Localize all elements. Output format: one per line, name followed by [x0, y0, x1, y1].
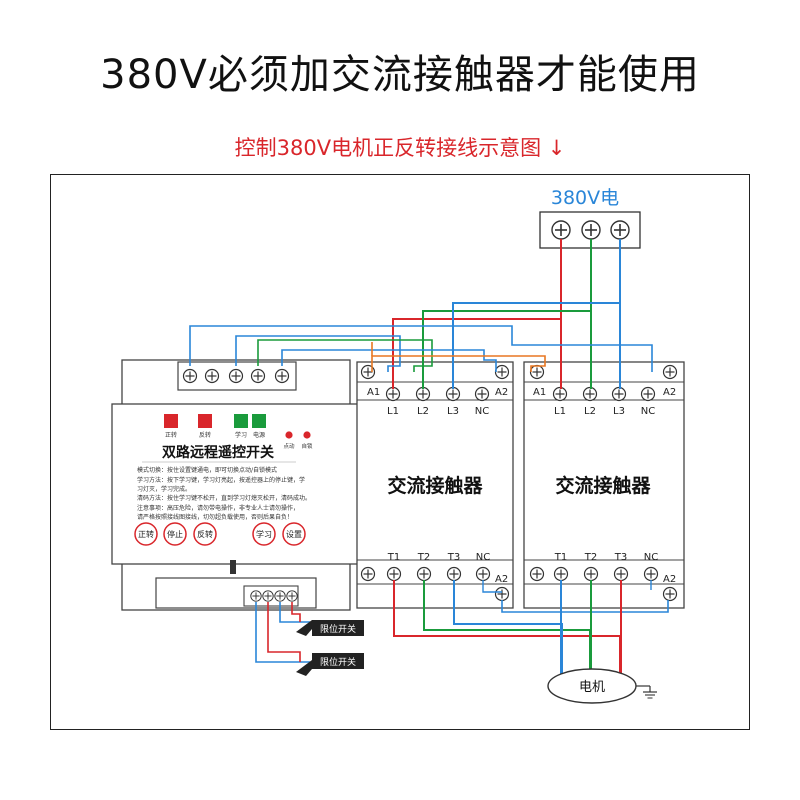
subtitle-text: 控制380V电机正反转接线示意图 — [234, 136, 542, 160]
c1-label-l3: L3 — [447, 406, 459, 417]
indicator-reverse — [198, 414, 212, 428]
c1-label-l1: L1 — [387, 406, 399, 417]
svg-text:设置: 设置 — [286, 529, 302, 539]
power-source-label: 380V电 — [551, 187, 619, 209]
power-terminal-3 — [610, 220, 630, 240]
motor: 电机 — [547, 668, 657, 704]
c2-label-a1-top: A1 — [533, 387, 546, 398]
controller-note-5: 注意事项：高压危险，请勿带电操作，非专业人士请勿操作， — [137, 504, 299, 512]
controller-note-2: 学习方法：按下学习键，学习灯亮起，按遥控器上的停止键，学 — [137, 476, 305, 484]
ground-icon — [643, 686, 657, 699]
c2-label-a2-top: A2 — [663, 387, 676, 398]
svg-text:限位开关: 限位开关 — [320, 623, 356, 635]
led-label-latch: 自锁 — [301, 442, 313, 450]
c2-label-l3: L3 — [613, 406, 625, 417]
c2-label-nc-bottom: NC — [644, 552, 658, 563]
indicator-power — [252, 414, 266, 428]
c1-label-a1-top: A1 — [367, 387, 380, 398]
controller-note-1: 模式切换：按住设置键通电，即可切换点动/自锁模式 — [137, 466, 277, 474]
c2-label-t1: T1 — [554, 552, 567, 563]
c1-label-t3: T3 — [447, 552, 460, 563]
stop-button[interactable]: 停止 — [163, 522, 187, 546]
forward-button[interactable]: 正转 — [134, 522, 158, 546]
svg-text:正转: 正转 — [138, 529, 154, 539]
led-latch — [303, 431, 311, 439]
indicator-forward — [164, 414, 178, 428]
c1-label-t1: T1 — [387, 552, 400, 563]
svg-text:反转: 反转 — [197, 529, 213, 539]
controller-note-6: 请严格按照接线图接线，切勿超负载使用，否则后果自负！ — [137, 513, 293, 521]
motor-label: 电机 — [579, 680, 605, 695]
svg-text:学习: 学习 — [256, 529, 272, 539]
c2-label-t2: T2 — [584, 552, 597, 563]
c1-label-nc-bottom: NC — [476, 552, 490, 563]
c2-label-l1: L1 — [554, 406, 566, 417]
controller-note-4: 清码方法：按住学习键不松开，直到学习灯熄灭松开，清码成功。 — [137, 494, 311, 502]
indicator-label-learn: 学习 — [235, 431, 247, 439]
led-jog — [285, 431, 293, 439]
indicator-label-reverse: 反转 — [199, 431, 211, 439]
limit-switch-2: 限位开关 — [296, 653, 364, 676]
svg-text:限位开关: 限位开关 — [320, 656, 356, 668]
settings-button[interactable]: 设置 — [282, 522, 306, 546]
diagram-subtitle: 控制380V电机正反转接线示意图 ↓ — [0, 132, 800, 162]
c1-label-a2-top: A2 — [495, 387, 508, 398]
c1-label-nc-top: NC — [475, 406, 489, 417]
limit-switch-1: 限位开关 — [296, 620, 364, 636]
svg-text:停止: 停止 — [167, 529, 183, 539]
contactor-2-title: 交流接触器 — [555, 474, 651, 497]
c1-label-a2-bottom: A2 — [495, 574, 508, 585]
power-terminal-1 — [551, 220, 571, 240]
led-label-jog: 点动 — [283, 443, 295, 450]
learn-button[interactable]: 学习 — [252, 522, 276, 546]
contactor-2: A1 L1 L2 L3 NC A2 交流接触器 T1 T2 T3 NC A2 — [523, 361, 685, 609]
indicator-label-power: 电源 — [253, 431, 265, 439]
indicator-learn — [234, 414, 248, 428]
c1-label-l2: L2 — [417, 406, 429, 417]
indicator-label-forward: 正转 — [165, 431, 177, 439]
reverse-button[interactable]: 反转 — [193, 522, 217, 546]
controller-note-3: 习灯灭，学习完成。 — [137, 485, 191, 493]
controller-title: 双路远程遥控开关 — [162, 444, 274, 461]
power-terminal-2 — [581, 220, 601, 240]
c2-label-a2-bottom: A2 — [663, 574, 676, 585]
c2-label-l2: L2 — [584, 406, 596, 417]
wires — [189, 239, 669, 680]
page-title: 380V必须加交流接触器才能使用 — [100, 52, 700, 98]
c2-label-nc-top: NC — [641, 406, 655, 417]
c1-label-t2: T2 — [417, 552, 430, 563]
c2-label-t3: T3 — [614, 552, 627, 563]
remote-controller-module: 正转 反转 学习 电源 点动 自锁 双路远程遥控开关 模式切换：按住设置键通电，… — [111, 359, 361, 611]
contactor-1: A1 L1 L2 L3 NC A2 交流接触器 T1 T2 T3 NC A2 — [356, 361, 514, 609]
contactor-1-title: 交流接触器 — [387, 474, 483, 497]
down-arrow-icon: ↓ — [547, 136, 566, 160]
